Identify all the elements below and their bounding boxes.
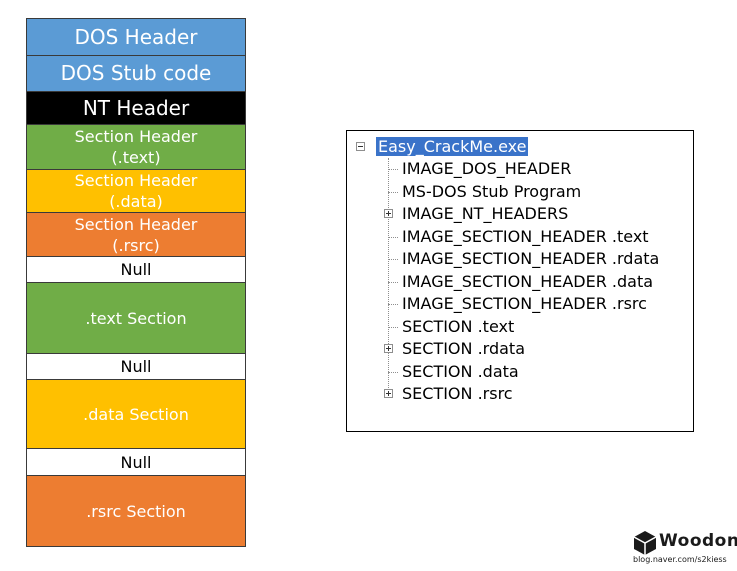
- tree-node-label[interactable]: SECTION .text: [402, 317, 515, 336]
- block-null-2: Null: [26, 353, 246, 380]
- block-text-section: .text Section: [26, 282, 246, 354]
- expand-icon[interactable]: [384, 389, 393, 398]
- tree-node[interactable]: SECTION .rsrc: [382, 384, 515, 404]
- tree-node[interactable]: MS-DOS Stub Program: [382, 182, 583, 202]
- tree-branch-dot: [388, 282, 398, 283]
- tree-branch-dot: [388, 237, 398, 238]
- tree-node[interactable]: IMAGE_SECTION_HEADER .rdata: [382, 249, 661, 269]
- block-section-header-data: Section Header (.data): [26, 169, 246, 213]
- tree-node[interactable]: SECTION .text: [382, 317, 516, 337]
- tree-branch-dot: [388, 192, 398, 193]
- tree-node[interactable]: IMAGE_SECTION_HEADER .text: [382, 227, 651, 247]
- tree-branch-dot: [388, 304, 398, 305]
- block-nt-header: NT Header: [26, 91, 246, 125]
- block-null-3: Null: [26, 448, 246, 476]
- tree-node-label[interactable]: IMAGE_SECTION_HEADER .rsrc: [402, 294, 647, 313]
- block-section-header-text: Section Header (.text): [26, 124, 246, 170]
- tree-node-label[interactable]: IMAGE_SECTION_HEADER .text: [402, 227, 649, 246]
- tree-node[interactable]: IMAGE_DOS_HEADER: [382, 159, 573, 179]
- tree-connector-line: [388, 158, 389, 396]
- tree-branch-dot: [388, 372, 398, 373]
- block-null-1: Null: [26, 256, 246, 283]
- tree-node-label[interactable]: IMAGE_DOS_HEADER: [402, 159, 572, 178]
- block-section-header-rsrc: Section Header (.rsrc): [26, 212, 246, 257]
- tree-node-label[interactable]: IMAGE_NT_HEADERS: [402, 204, 569, 223]
- expand-icon[interactable]: [384, 344, 393, 353]
- tree-node[interactable]: IMAGE_SECTION_HEADER .rsrc: [382, 294, 649, 314]
- block-data-section: .data Section: [26, 379, 246, 449]
- collapse-icon[interactable]: [356, 142, 365, 151]
- tree-node-label[interactable]: IMAGE_SECTION_HEADER .rdata: [402, 249, 660, 268]
- tree-branch-dot: [388, 259, 398, 260]
- tree-node[interactable]: IMAGE_SECTION_HEADER .data: [382, 272, 655, 292]
- watermark-name: Woodong: [659, 531, 737, 551]
- tree-branch-dot: [388, 169, 398, 170]
- tree-node[interactable]: SECTION .rdata: [382, 339, 527, 359]
- block-dos-header: DOS Header: [26, 18, 246, 56]
- tree-node-label[interactable]: IMAGE_SECTION_HEADER .data: [402, 272, 654, 291]
- tree-branch-dot: [388, 327, 398, 328]
- tree-node-label[interactable]: SECTION .rdata: [402, 339, 525, 358]
- tree-node[interactable]: IMAGE_NT_HEADERS: [382, 204, 570, 224]
- tree-node[interactable]: SECTION .data: [382, 362, 521, 382]
- tree-root-label[interactable]: Easy_CrackMe.exe: [376, 137, 529, 156]
- tree-node-label[interactable]: SECTION .rsrc: [402, 384, 513, 403]
- tree-node-label[interactable]: SECTION .data: [402, 362, 519, 381]
- tree-node-label[interactable]: MS-DOS Stub Program: [402, 182, 582, 201]
- block-rsrc-section: .rsrc Section: [26, 475, 246, 547]
- cube-logo-icon: [633, 531, 657, 555]
- pe-tree-view: [346, 130, 694, 432]
- expand-icon[interactable]: [384, 209, 393, 218]
- tree-root-node[interactable]: Easy_CrackMe.exe: [356, 137, 529, 157]
- block-dos-stub: DOS Stub code: [26, 55, 246, 92]
- watermark-url: blog.naver.com/s2kiess: [633, 555, 727, 564]
- watermark: Woodong blog.naver.com/s2kiess: [633, 530, 737, 566]
